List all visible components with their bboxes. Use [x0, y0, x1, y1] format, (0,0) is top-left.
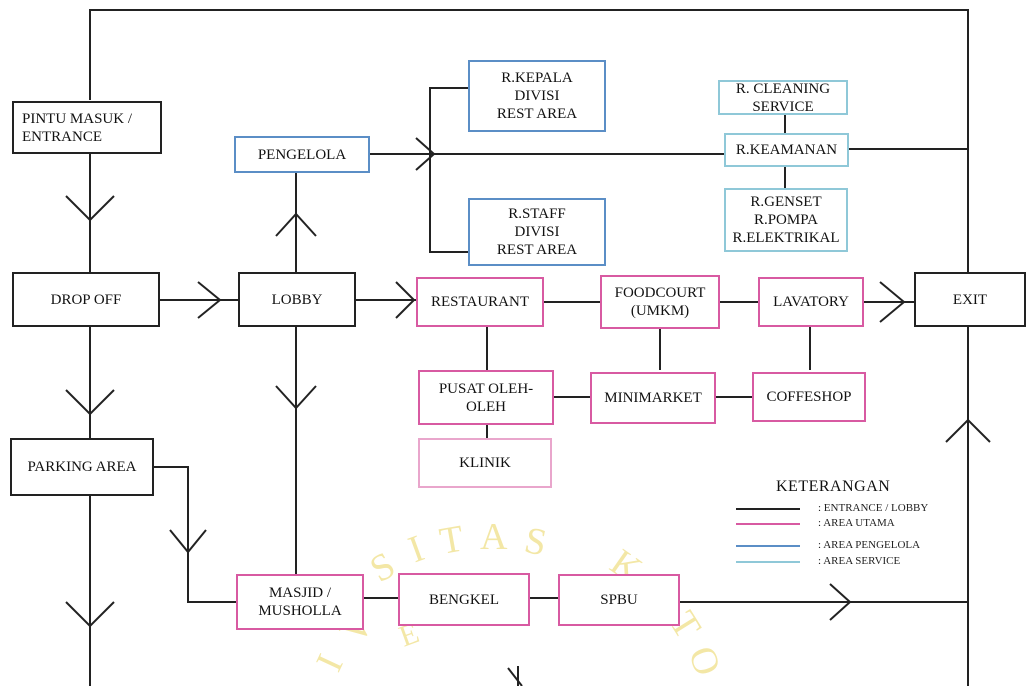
arrow-head	[65, 389, 115, 416]
arrow-head	[275, 385, 317, 410]
node-minimarket: MINIMARKET	[590, 372, 716, 424]
watermark-letter: A	[480, 516, 510, 558]
node-klinik: KLINIK	[418, 438, 552, 488]
legend-swatch	[736, 508, 800, 510]
legend-item: : AREA PENGELOLA	[736, 538, 976, 552]
node-restaurant: RESTAURANT	[416, 277, 544, 327]
arrow-head	[507, 667, 523, 686]
node-r-cleaning: R. CLEANING SERVICE	[718, 80, 848, 115]
node-r-staff: R.STAFF DIVISI REST AREA	[468, 198, 606, 266]
arrow-head	[197, 281, 222, 319]
node-drop-off: DROP OFF	[12, 272, 160, 327]
node-bengkel: BENGKEL	[398, 573, 530, 626]
flow-line	[154, 466, 236, 603]
node-lobby: LOBBY	[238, 272, 356, 327]
node-pusat-oleh: PUSAT OLEH- OLEH	[418, 370, 554, 425]
node-masjid: MASJID / MUSHOLLA	[236, 574, 364, 630]
arrow-head	[169, 529, 207, 554]
legend-label: : ENTRANCE / LOBBY	[818, 502, 929, 514]
node-coffeshop: COFFESHOP	[752, 372, 866, 422]
node-pengelola: PENGELOLA	[234, 136, 370, 173]
arrow-head	[415, 137, 436, 171]
node-lavatory: LAVATORY	[758, 277, 864, 327]
legend-item: : AREA SERVICE	[736, 554, 976, 568]
legend-item: : AREA UTAMA	[736, 516, 976, 530]
node-pintu-masuk: PINTU MASUK / ENTRANCE	[12, 101, 162, 154]
arrow-head	[879, 281, 906, 323]
arrow-head	[945, 418, 991, 443]
arrow-head	[65, 601, 115, 628]
node-r-kepala: R.KEPALA DIVISI REST AREA	[468, 60, 606, 132]
arrow-head	[65, 195, 115, 222]
legend-label: : AREA SERVICE	[818, 555, 901, 567]
node-foodcourt: FOODCOURT (UMKM)	[600, 275, 720, 329]
arrow-head	[829, 583, 852, 621]
legend-item: : ENTRANCE / LOBBY	[736, 501, 976, 515]
legend-label: : AREA UTAMA	[818, 517, 895, 529]
arrow-head	[275, 212, 317, 237]
legend-label: : AREA PENGELOLA	[818, 539, 921, 551]
arrow-head	[395, 281, 416, 319]
legend-title: KETERANGAN	[776, 478, 891, 495]
legend-swatch	[736, 523, 800, 525]
node-spbu: SPBU	[558, 574, 680, 626]
node-parking-area: PARKING AREA	[10, 438, 154, 496]
flow-line	[429, 87, 468, 253]
node-r-genset: R.GENSET R.POMPA R.ELEKTRIKAL	[724, 188, 848, 252]
legend-swatch	[736, 561, 800, 563]
node-r-keamanan: R.KEAMANAN	[724, 133, 849, 167]
legend-swatch	[736, 545, 800, 547]
node-exit: EXIT	[914, 272, 1026, 327]
